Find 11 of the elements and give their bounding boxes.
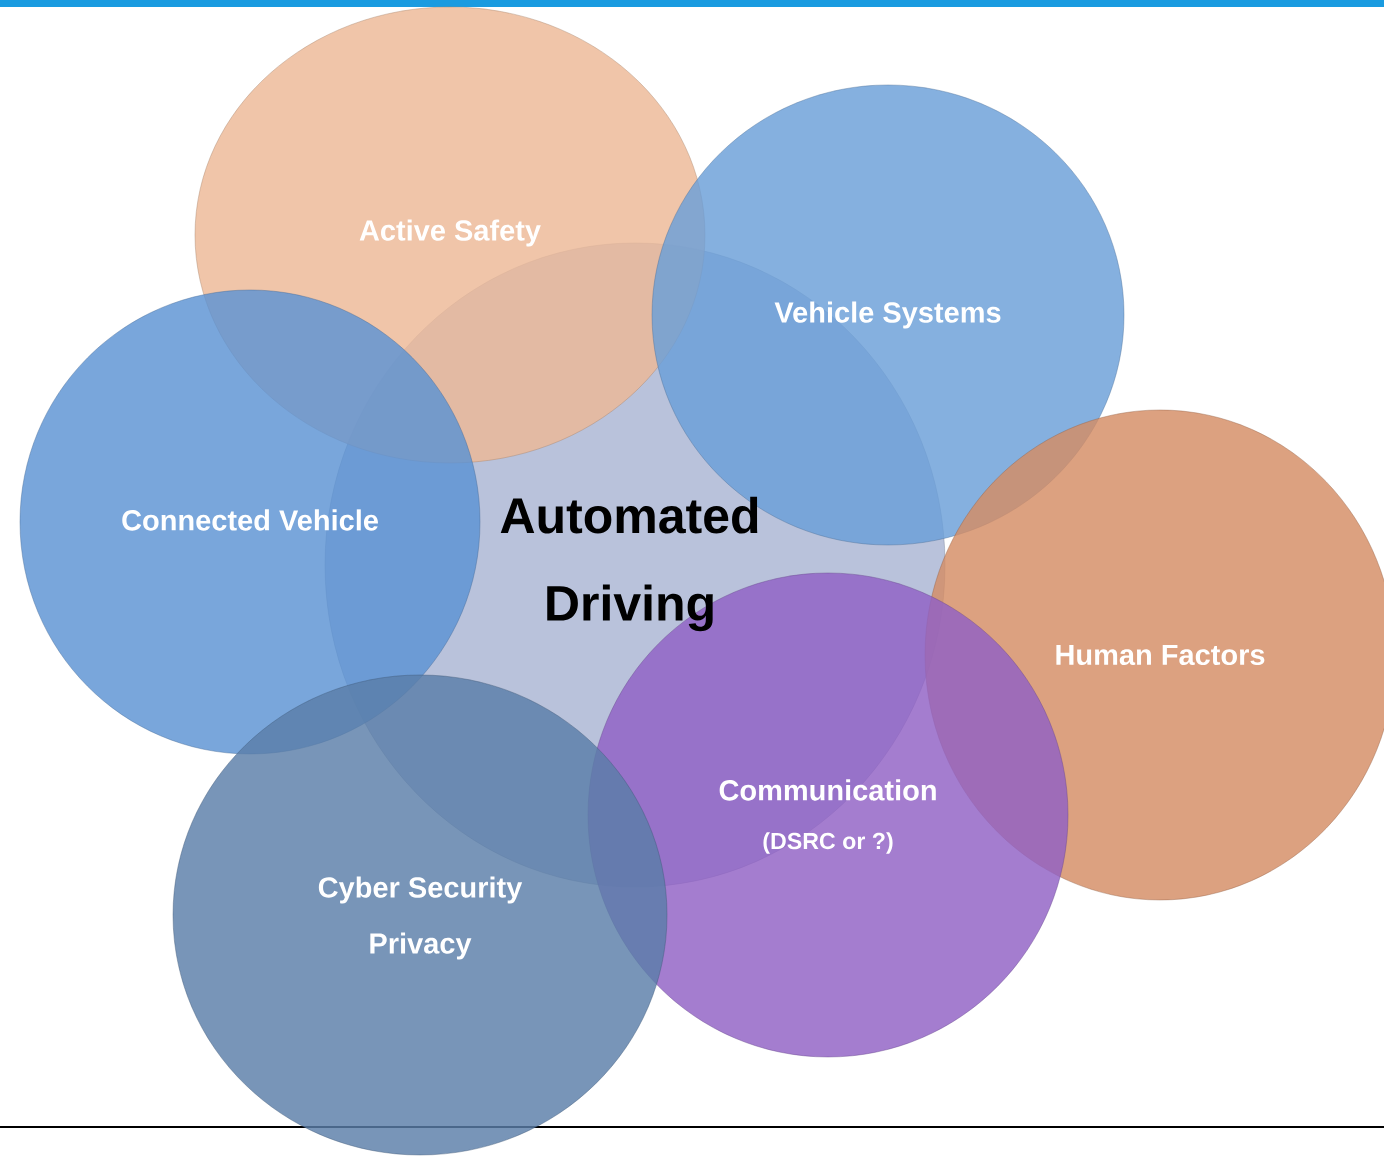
circle-label: Human Factors [1056,644,1265,666]
circle [172,674,668,1156]
circle-label: Communication [719,779,936,801]
circle-label: Cyber Security [318,876,523,904]
circle [19,289,481,755]
circle-label: Privacy [370,932,472,960]
circle-label: Active Safety [359,219,541,247]
circle-label: Vehicle Systems [774,301,1001,329]
circle-label: (DSRC or ?) [763,832,893,854]
circle-label: Automated Driving [500,496,758,632]
circle-label: Connected Vehicle [122,509,378,531]
